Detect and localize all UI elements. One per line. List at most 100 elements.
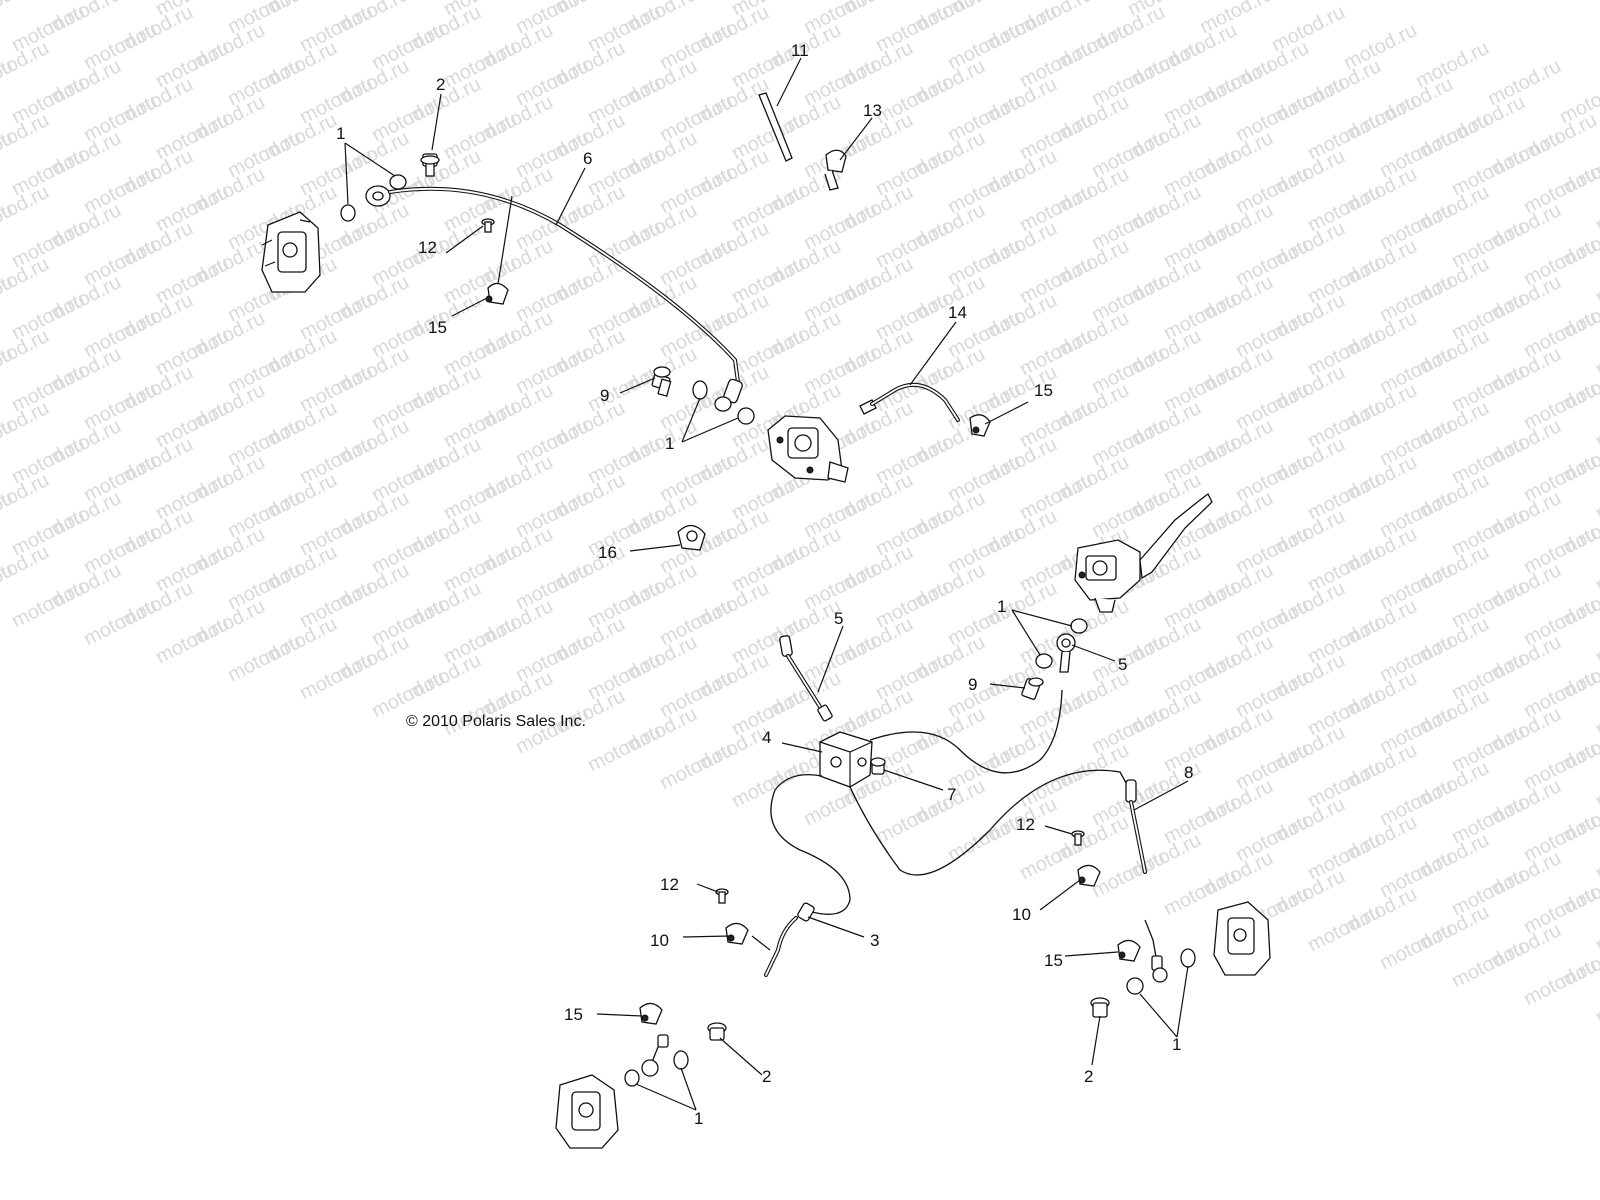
watermark-text: motod.ru [80,595,160,650]
clip-15-right [969,414,991,437]
callout-15: 15 [564,1005,583,1024]
callout-2: 2 [762,1067,771,1086]
caliper-rear-left [555,1074,619,1149]
caliper-rear-right [1213,901,1271,976]
watermark-text: motod.ru [1592,901,1600,956]
watermark-text: motod.ru [0,0,17,38]
watermark-text: motod.ru [1592,973,1600,1028]
callout-7: 7 [947,785,956,804]
plug-7 [870,757,886,775]
banjo-bolt [420,153,440,177]
watermark-text: motod.ru [1592,469,1600,524]
master-cylinder-lever [1074,493,1213,613]
callout-2: 2 [436,75,445,94]
washer [1180,948,1196,968]
banjo-fitting-5-right [1056,633,1076,673]
callout-5: 5 [1118,655,1127,674]
fitting-13 [824,149,847,191]
parts-drawing [261,92,1271,1149]
washer [1035,653,1053,669]
callout-6: 6 [583,149,592,168]
callout-11: 11 [791,41,809,60]
clip-10-lower [725,922,749,945]
callout-16: 16 [598,543,617,562]
clip-10-right [1077,864,1101,887]
clip-16 [677,524,706,551]
banjo-bolt-9-top [651,366,672,397]
copyright-notice: © 2010 Polaris Sales Inc. [406,713,586,730]
watermark-text: motod.ru [224,631,304,686]
pin-11 [758,92,793,162]
callout-3: 3 [870,931,879,950]
watermark-text: motod.ru [1592,181,1600,236]
callout-1: 1 [997,597,1006,616]
brake-line-rear-left [641,1034,669,1077]
watermark-text: motod.ru [1592,757,1600,812]
watermark-text: motod.ru [1592,685,1600,740]
washer [1070,618,1088,634]
washer [624,1069,640,1087]
clip-15-rear-right [1117,939,1141,962]
callout-12: 12 [418,238,437,257]
callout-2: 2 [1084,1067,1093,1086]
banjo-bolt-2-rear-right [1090,997,1110,1018]
brake-hose-8 [1125,779,1168,983]
watermark-text: motod.ru [1088,847,1168,902]
clip-15-lower-left [639,1002,663,1025]
brake-hose-3 [764,902,815,977]
callout-1: 1 [694,1109,703,1128]
watermark-text: motod.ru [1592,253,1600,308]
callout-12: 12 [1016,815,1035,834]
callout-15: 15 [1044,951,1063,970]
watermark-text: motod.ru [872,793,952,848]
watermark-layer: motod.rumotod.rumotod.rumotod.rumotod.ru… [0,0,1600,1028]
washer [1126,977,1144,995]
watermark-text: motod.ru [1592,541,1600,596]
callout-1: 1 [1172,1035,1181,1054]
callout-1: 1 [336,124,345,143]
watermark-text: motod.ru [1592,829,1600,884]
callout-9: 9 [600,386,609,405]
watermark-text: motod.ru [1448,937,1528,992]
screw-12-lower [715,888,729,904]
junction-block-4 [819,731,873,788]
brake-line-to-hose-3 [770,773,851,915]
watermark-text: motod.ru [1520,955,1600,1010]
callout-15: 15 [428,318,447,337]
watermark-text: motod.ru [152,613,232,668]
watermark-text: motod.ru [512,703,592,758]
washer [737,407,755,425]
callout-9: 9 [968,675,977,694]
brake-hose-5 [779,635,833,722]
washer [340,204,356,222]
watermark-text: motod.ru [1592,397,1600,452]
callout-labels: 1 2 6 11 13 12 15 9 1 14 15 16 5 1 5 9 4… [336,41,1193,1128]
watermark-text: motod.ru [656,739,736,794]
watermark-text: motod.ru [1304,901,1384,956]
callout-13: 13 [863,101,882,120]
watermark-text: motod.ru [1592,613,1600,668]
watermark-text: motod.ru [728,757,808,812]
watermark-text: motod.ru [1592,325,1600,380]
screw-12-right [1071,830,1085,846]
callout-8: 8 [1184,763,1193,782]
leader-lines [344,57,1189,1111]
banjo-bolt-2-lower [707,1022,727,1041]
brake-hose-14 [859,382,960,422]
callout-4: 4 [762,728,771,747]
brake-line-to-master [869,689,1063,774]
callout-5: 5 [834,609,843,628]
watermark-text: motod.ru [296,649,376,704]
watermark-text: motod.ru [584,721,664,776]
washer [673,1050,689,1070]
caliper-front-left [261,211,321,293]
callout-12: 12 [660,875,679,894]
brake-line-6 [365,185,743,412]
callout-10: 10 [1012,905,1031,924]
brake-line-to-hose-8 [849,769,1131,876]
watermark-text: motod.ru [944,811,1024,866]
clip-15-top [485,282,509,305]
banjo-bolt-9-right [1021,677,1044,700]
watermark-text: motod.ru [8,577,88,632]
washer [692,380,708,400]
